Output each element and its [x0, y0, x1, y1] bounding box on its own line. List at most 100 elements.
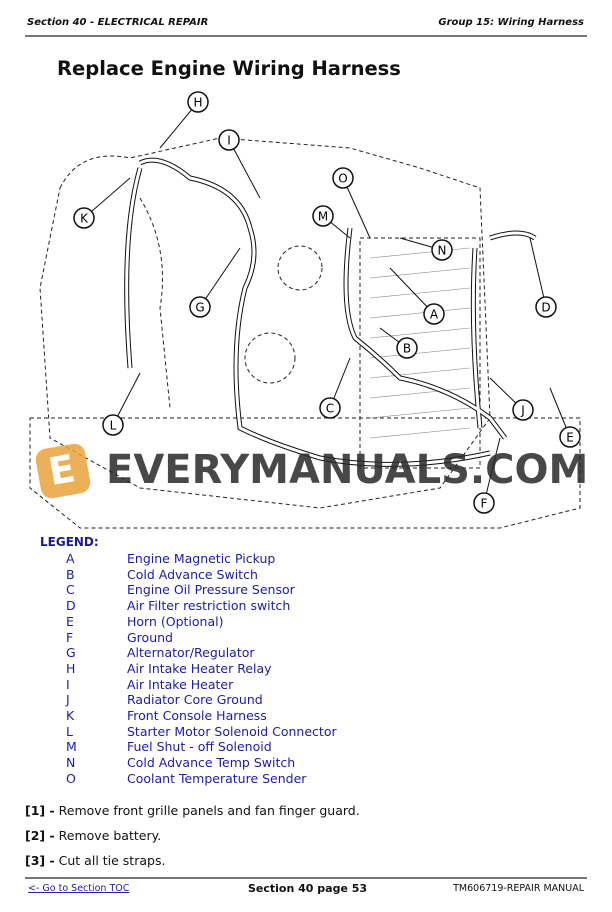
legend-label: Alternator/Regulator [127, 645, 255, 661]
legend-label: Air Filter restriction switch [127, 598, 291, 614]
watermark-text: EVERYMANUALS.COM [106, 447, 589, 493]
legend-key: H [66, 660, 76, 676]
step-2: [2] - Remove battery. [25, 828, 161, 843]
legend-key: M [66, 739, 77, 755]
callout-l: L [102, 372, 141, 436]
legend-item: I Air Intake Heater [66, 677, 233, 692]
callout-label: E [566, 431, 574, 445]
callout-f: F [473, 437, 501, 514]
legend-label: Coolant Temperature Sender [127, 770, 307, 786]
legend-key: L [66, 723, 73, 739]
legend-key: B [66, 566, 75, 582]
legend-label: Engine Magnetic Pickup [127, 551, 276, 566]
step-3: [3] - Cut all tie straps. [25, 853, 165, 868]
legend-key: C [66, 582, 75, 598]
callout-circle [189, 296, 211, 318]
legend-key: A [66, 551, 75, 566]
legend-label: Fuel Shut - off Solenoid [127, 739, 272, 755]
callout-circle [559, 426, 581, 448]
callout-circle [423, 303, 445, 325]
callout-j: J [489, 377, 534, 421]
callout-circle [431, 239, 453, 261]
legend-item: E Horn (Optional) [66, 614, 223, 629]
legend-key: F [66, 629, 74, 645]
step-text: Remove battery. [58, 828, 162, 843]
radiator-grid [369, 247, 471, 439]
callout-label: B [403, 342, 411, 356]
callout-circle [312, 205, 334, 227]
callout-label: J [520, 404, 525, 418]
callout-circle [535, 296, 557, 318]
callout-circle [512, 399, 534, 421]
callout-d: D [529, 237, 557, 318]
step-text: Remove front grille panels and fan finge… [58, 803, 360, 818]
legend-item: D Air Filter restriction switch [66, 598, 290, 613]
callout-label: C [326, 402, 334, 416]
legend-label: Ground [127, 629, 173, 645]
callout-label: D [541, 301, 550, 315]
footer-page-number: Section 40 page 53 [248, 882, 368, 895]
callout-m: M [312, 205, 351, 239]
step-text: Cut all tie straps. [58, 853, 166, 868]
legend-key: I [66, 676, 70, 692]
callout-a: A [389, 267, 445, 325]
legend-key: J [66, 692, 70, 708]
callout-label: H [193, 96, 202, 110]
callout-circle [73, 207, 95, 229]
callout-circle [218, 129, 240, 151]
callout-label: I [227, 134, 231, 148]
header-section: Section 40 - ELECTRICAL REPAIR [27, 17, 209, 28]
callout-k: K [73, 177, 131, 229]
callout-g: G [189, 247, 241, 318]
legend-label: Air Intake Heater [127, 676, 234, 692]
callout-label: N [438, 244, 447, 258]
callout-e: E [549, 387, 581, 448]
leader-line [199, 247, 241, 308]
legend-key: D [66, 598, 76, 614]
callout-circle [319, 397, 341, 419]
page-title: Replace Engine Wiring Harness [57, 57, 401, 80]
engine-outline [29, 137, 581, 529]
legend-label: Front Console Harness [127, 708, 267, 723]
legend-title: LEGEND: [40, 535, 99, 549]
callout-label: F [481, 497, 488, 511]
callout-circle [102, 414, 124, 436]
legend-label: Horn (Optional) [127, 613, 224, 629]
section-toc-link[interactable]: <- Go to Section TOC [28, 883, 130, 894]
legend-label: Cold Advance Temp Switch [127, 755, 296, 771]
header-divider [25, 35, 587, 37]
leader-line [342, 177, 371, 239]
legend-key: K [66, 708, 75, 723]
legend-key: E [66, 613, 74, 629]
callout-label: A [430, 308, 439, 322]
callout-label: M [318, 210, 328, 224]
footer-manual-id: TM606719-REPAIR MANUAL [453, 883, 584, 894]
wiring-harness-diagram: A B C D E F G H I J K L M N O [29, 91, 581, 529]
callout-n: N [399, 237, 453, 261]
legend-label: Air Intake Heater Relay [127, 660, 272, 676]
header-group: Group 15: Wiring Harness [438, 17, 584, 28]
legend-key: N [66, 755, 76, 771]
callout-circle [332, 167, 354, 189]
step-number: [3] - [25, 853, 55, 868]
leader-line [483, 437, 501, 504]
watermark-logo: E [34, 442, 92, 500]
callout-label: K [80, 212, 89, 226]
legend-item: K Front Console Harness [66, 708, 267, 723]
callout-label: G [195, 301, 204, 315]
callout-circle [187, 91, 209, 113]
legend-item: F Ground [66, 630, 173, 645]
legend-item: G Alternator/Regulator [66, 645, 255, 660]
legend-item: N Cold Advance Temp Switch [66, 755, 295, 770]
callout-o: O [332, 167, 371, 239]
legend-item: A Engine Magnetic Pickup [66, 551, 275, 566]
legend-key: G [66, 645, 76, 661]
step-1: [1] - Remove front grille panels and fan… [25, 803, 360, 818]
step-number: [2] - [25, 828, 55, 843]
callout-i: I [218, 129, 261, 199]
legend-item: H Air Intake Heater Relay [66, 661, 272, 676]
